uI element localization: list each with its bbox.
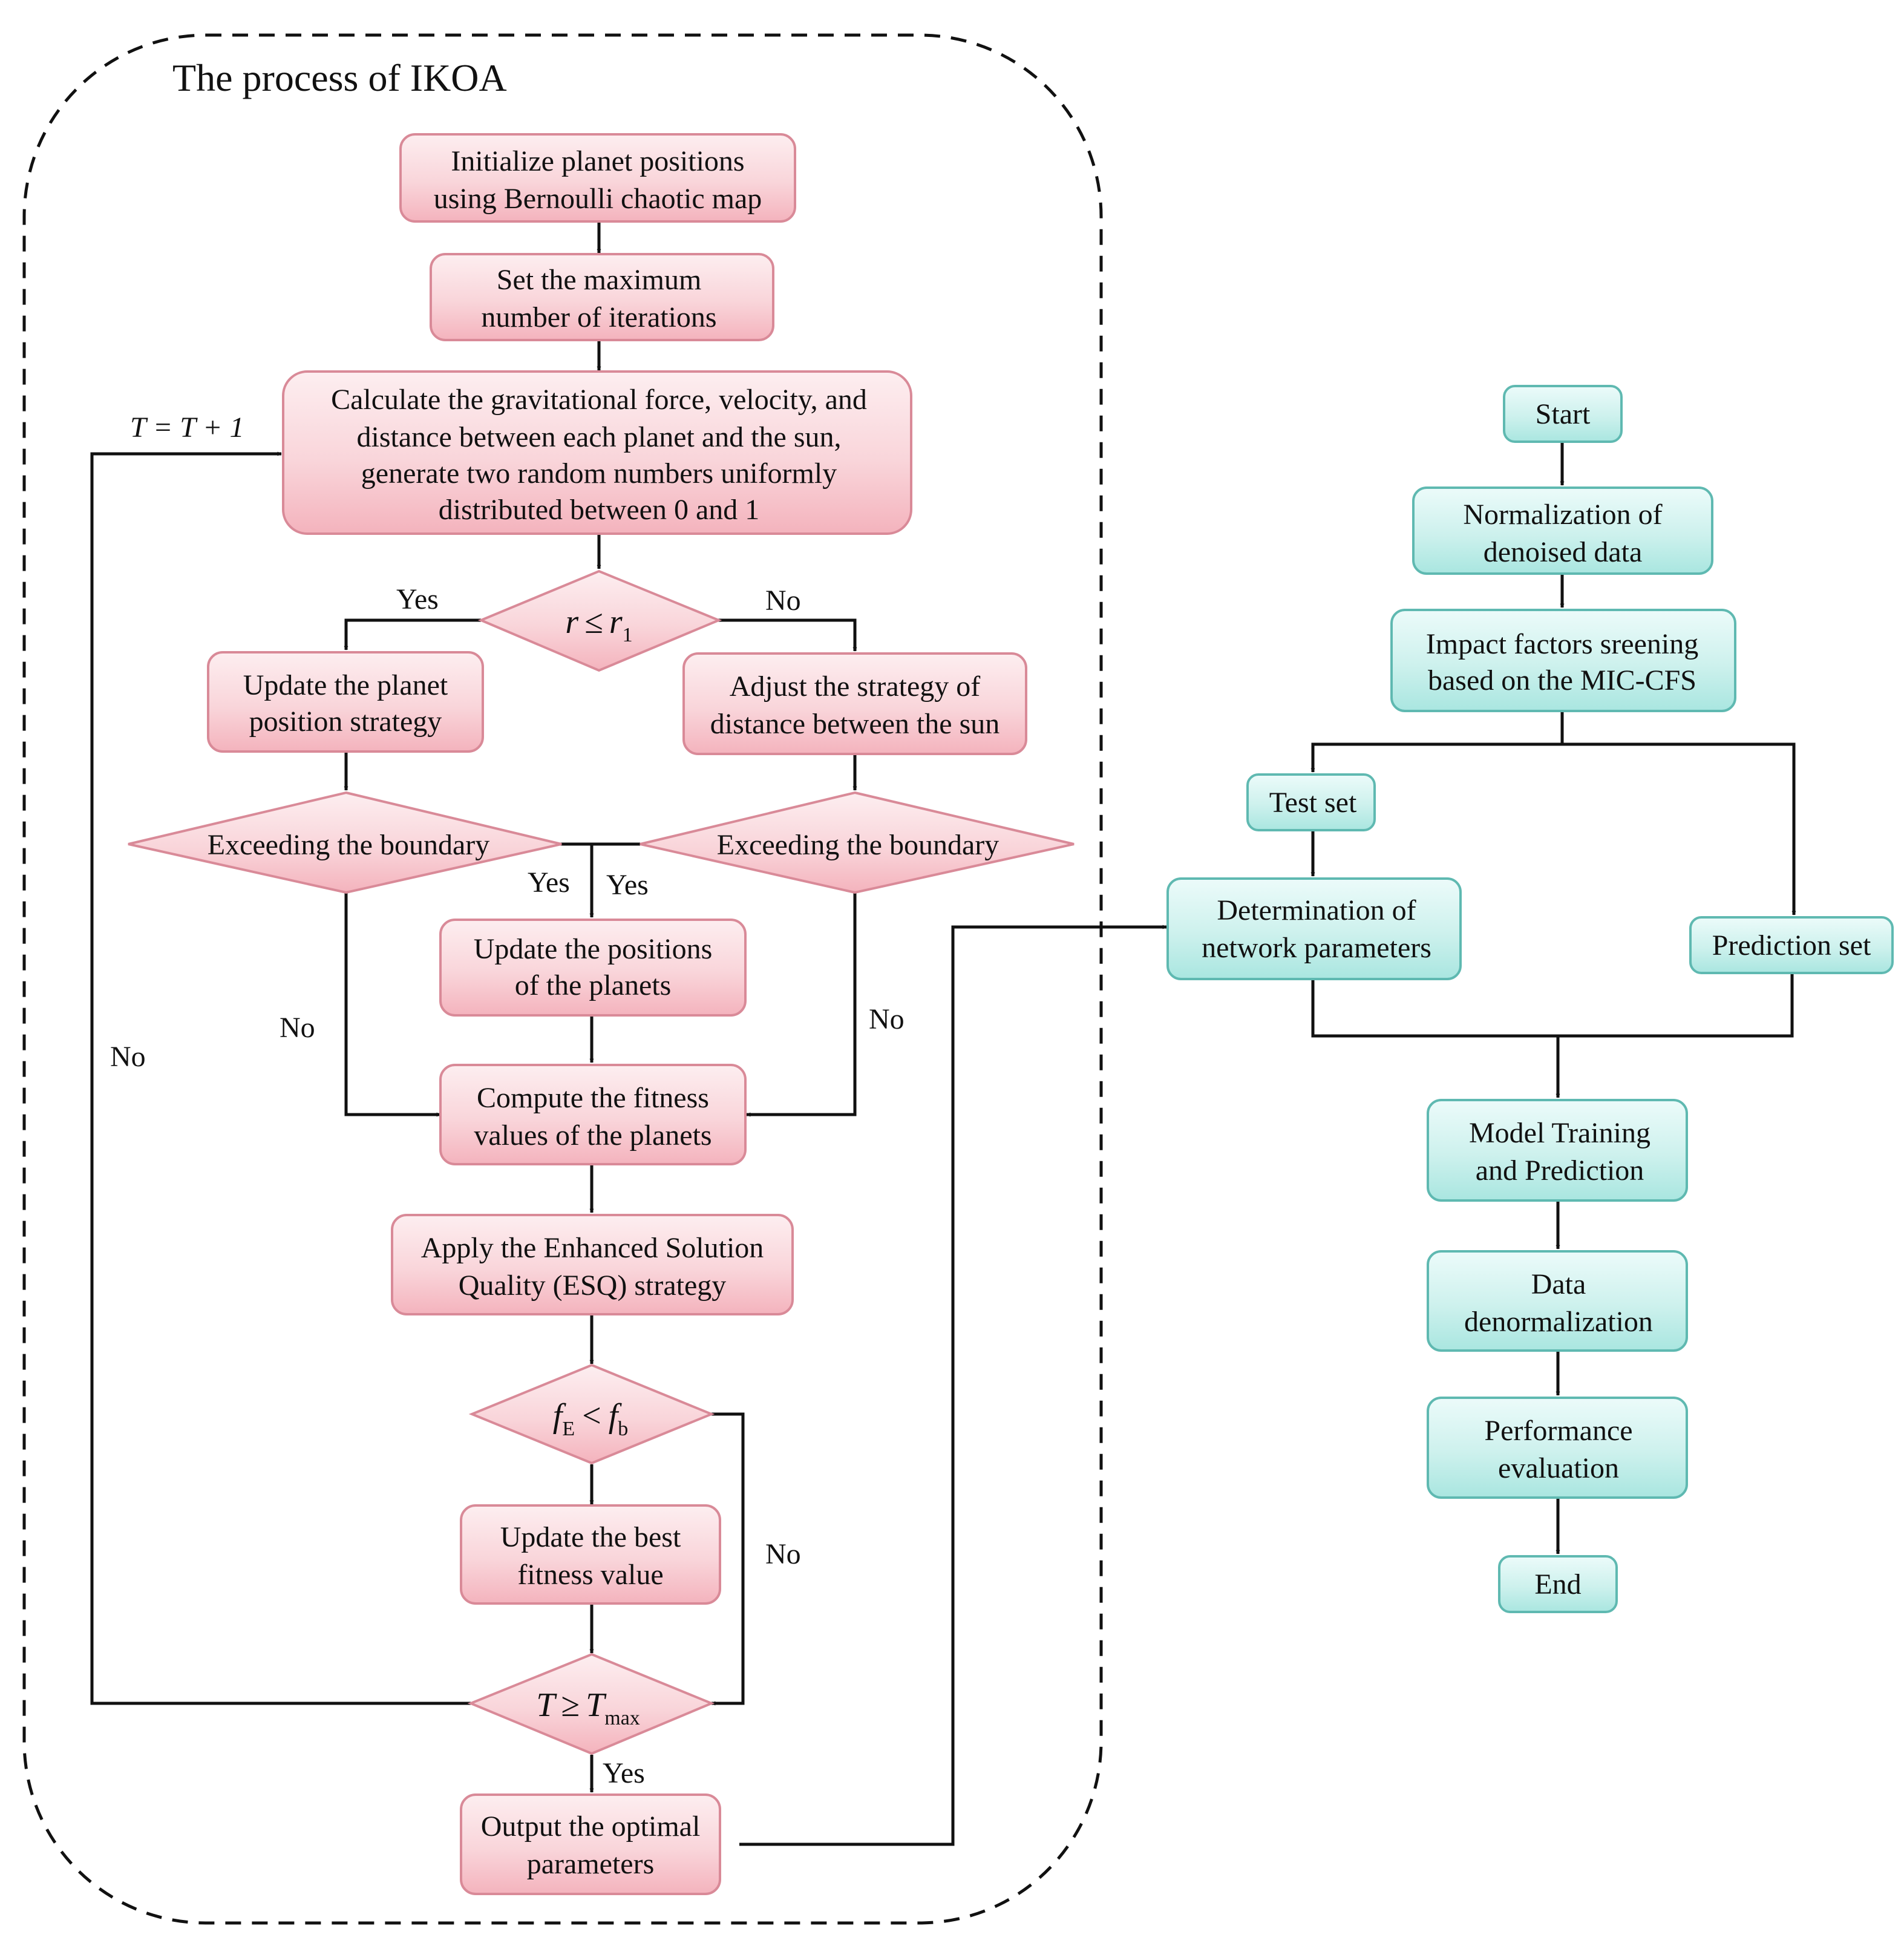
node-performance: Performance evaluation	[1427, 1397, 1688, 1499]
svg-text:Exceeding the boundary: Exceeding the boundary	[717, 829, 999, 861]
svg-text:denoised data: denoised data	[1484, 536, 1643, 568]
svg-text:Adjust the strategy of: Adjust the strategy of	[730, 670, 981, 703]
svg-text:position strategy: position strategy	[249, 706, 442, 738]
svg-text:of the planets: of the planets	[515, 969, 672, 1001]
label-no-f: No	[765, 1538, 801, 1570]
svg-text:Output the optimal: Output the optimal	[481, 1810, 701, 1843]
svg-text:distance between each planet a: distance between each planet and the sun…	[357, 421, 842, 453]
svg-text:T≥Tmax: T≥Tmax	[536, 1686, 640, 1729]
node-update-planet-position-strategy: Update the planet position strategy	[207, 651, 484, 753]
svg-text:Determination of: Determination of	[1217, 894, 1416, 926]
label-yes-bound-right: Yes	[606, 869, 649, 901]
svg-text:Set the maximum: Set the maximum	[497, 264, 702, 296]
svg-text:Impact factors sreening: Impact factors sreening	[1426, 628, 1698, 660]
svg-text:number of iterations: number of iterations	[481, 301, 716, 333]
svg-text:evaluation: evaluation	[1498, 1452, 1619, 1484]
svg-text:distributed between 0 and 1: distributed between 0 and 1	[439, 494, 760, 526]
edge-pred-merge	[1558, 973, 1794, 1038]
svg-text:and Prediction: and Prediction	[1476, 1155, 1644, 1187]
label-yes-r: Yes	[396, 583, 439, 615]
node-set-iterations: Set the maximum number of iterations	[430, 253, 774, 341]
edge-loop-back	[90, 451, 471, 1705]
svg-text:distance between the sun: distance between the sun	[710, 708, 1000, 740]
svg-text:Calculate the gravitational fo: Calculate the gravitational force, veloc…	[331, 384, 867, 416]
svg-text:fitness value: fitness value	[517, 1559, 663, 1591]
svg-text:Performance: Performance	[1484, 1415, 1632, 1447]
edge-output-determination	[739, 925, 1167, 1846]
node-end: End	[1498, 1555, 1618, 1613]
label-no-bound-left: No	[280, 1012, 315, 1044]
svg-text:parameters: parameters	[527, 1848, 655, 1880]
svg-text:Quality (ESQ) strategy: Quality (ESQ) strategy	[459, 1269, 727, 1302]
svg-text:based on the MIC-CFS: based on the MIC-CFS	[1428, 664, 1696, 696]
ikoa-connectors	[90, 223, 1167, 1846]
node-determination: Determination of network parameters	[1166, 877, 1462, 980]
edge-boundl-no	[344, 893, 441, 1117]
svg-text:using Bernoulli chaotic map: using Bernoulli chaotic map	[434, 183, 762, 215]
svg-text:Update the positions: Update the positions	[474, 933, 713, 965]
svg-text:Update the best: Update the best	[500, 1521, 681, 1553]
edge-labels: T = T + 1 Yes No Yes Yes No No No No Yes	[110, 411, 905, 1789]
node-normalization: Normalization of denoised data	[1412, 486, 1713, 575]
svg-text:Model Training: Model Training	[1469, 1117, 1650, 1149]
svg-text:Data: Data	[1531, 1268, 1586, 1300]
edge-determination-merge	[1311, 979, 1558, 1038]
node-impact-factors: Impact factors sreening based on the MIC…	[1390, 609, 1736, 712]
label-no-loop: No	[110, 1041, 146, 1073]
node-prediction-set: Prediction set	[1689, 916, 1894, 974]
svg-text:denormalization: denormalization	[1464, 1306, 1653, 1338]
svg-text:Compute the fitness: Compute the fitness	[477, 1082, 709, 1114]
svg-text:Apply the Enhanced Solution: Apply the Enhanced Solution	[421, 1232, 764, 1264]
svg-text:fE<fb: fE<fb	[553, 1397, 629, 1440]
node-model-training: Model Training and Prediction	[1427, 1099, 1688, 1202]
node-adjust-strategy: Adjust the strategy of distance between …	[682, 652, 1027, 755]
svg-text:End: End	[1534, 1568, 1581, 1600]
svg-text:Exceeding the boundary: Exceeding the boundary	[208, 829, 490, 861]
edge-boundr-no	[746, 893, 857, 1117]
svg-text:Initialize planet positions: Initialize planet positions	[451, 145, 744, 177]
svg-text:Prediction set: Prediction set	[1712, 929, 1871, 961]
edge-cond-yes	[344, 618, 481, 650]
decision-boundary-right: Exceeding the boundary	[640, 791, 1075, 894]
edge-impact-split-test	[1310, 711, 1564, 773]
node-denormalization: Data denormalization	[1427, 1250, 1688, 1352]
svg-text:Normalization of: Normalization of	[1463, 499, 1662, 531]
node-compute-fitness: Compute the fitness values of the planet…	[439, 1064, 747, 1165]
ikoa-boundary	[22, 33, 1103, 1925]
decision-t-ge-tmax: T≥Tmax	[467, 1653, 715, 1755]
edge-cond-no	[717, 618, 857, 652]
label-no-r: No	[765, 585, 801, 617]
node-output-optimal: Output the optimal parameters	[460, 1793, 721, 1895]
label-yes-bound-left: Yes	[528, 866, 570, 899]
node-test-set: Test set	[1246, 773, 1376, 831]
decision-r-le-r1: r≤r1	[477, 569, 722, 672]
decision-fe-lt-fb: fE<fb	[468, 1363, 715, 1465]
node-esq: Apply the Enhanced Solution Quality (ESQ…	[391, 1214, 794, 1315]
svg-text:Start: Start	[1536, 398, 1591, 430]
svg-text:network parameters: network parameters	[1202, 932, 1431, 964]
svg-text:Update the planet: Update the planet	[243, 669, 448, 701]
decision-boundary-left: Exceeding the boundary	[128, 791, 562, 894]
label-loop: T = T + 1	[130, 411, 244, 444]
ikoa-title: The process of IKOA	[172, 56, 507, 99]
node-update-best: Update the best fitness value	[460, 1504, 721, 1605]
node-start: Start	[1503, 385, 1623, 443]
node-calculate: Calculate the gravitational force, veloc…	[282, 370, 912, 535]
svg-text:values of the planets: values of the planets	[474, 1119, 712, 1151]
label-no-bound-right: No	[869, 1003, 905, 1035]
node-update-positions: Update the positions of the planets	[439, 919, 747, 1017]
right-connectors	[1310, 442, 1796, 1554]
label-yes-t: Yes	[603, 1757, 645, 1789]
edge-impact-split-pred	[1562, 742, 1796, 916]
svg-text:r≤r1: r≤r1	[565, 603, 632, 646]
svg-text:Test set: Test set	[1269, 787, 1357, 819]
edge-condf-no	[711, 1412, 745, 1706]
svg-text:generate two random numbers un: generate two random numbers uniformly	[361, 457, 837, 490]
node-init: Initialize planet positions using Bernou…	[399, 133, 796, 223]
